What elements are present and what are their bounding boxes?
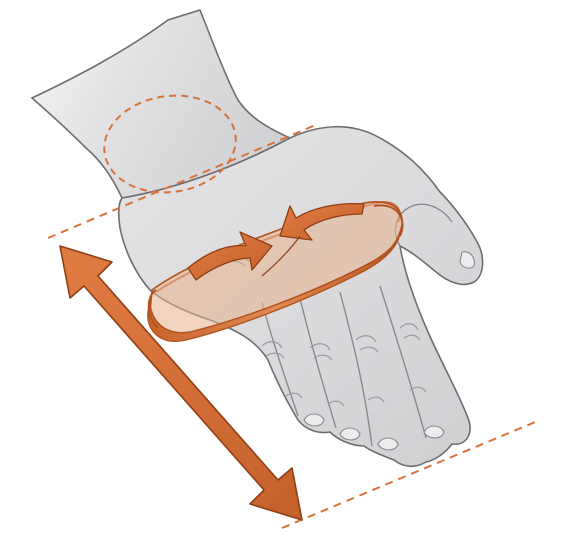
hand-measurement-diagram xyxy=(0,0,563,558)
diagram-canvas xyxy=(0,0,563,558)
